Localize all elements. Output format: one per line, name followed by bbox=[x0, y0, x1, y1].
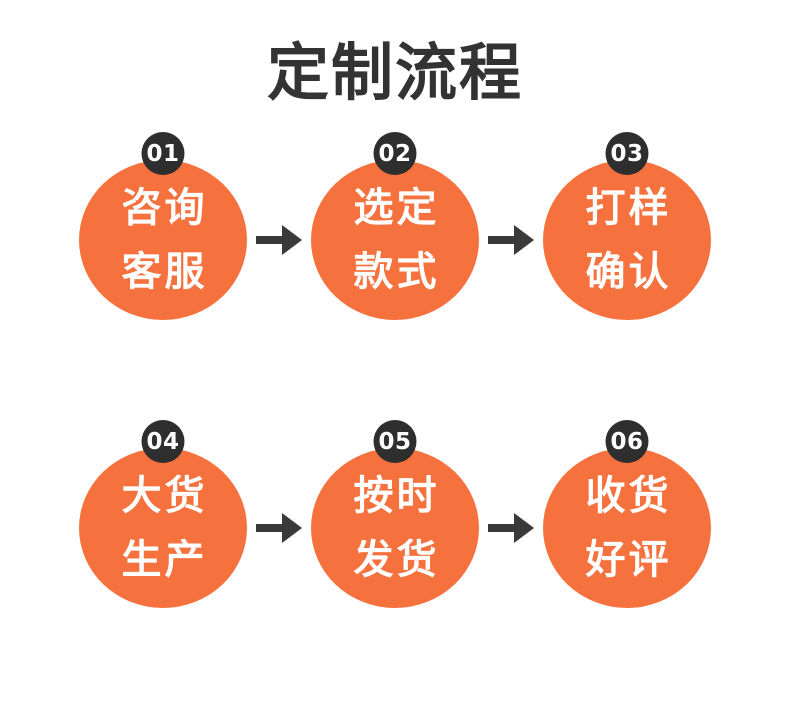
step-circle-02: 02 选定 款式 bbox=[311, 132, 479, 320]
step-label-line1: 打样 bbox=[585, 185, 672, 231]
arrow-right-icon bbox=[247, 160, 311, 320]
step-label-line2: 款式 bbox=[353, 249, 440, 295]
process-row-1: 01 咨询 客服 02 选定 款式 03 打样 确认 bbox=[0, 132, 790, 320]
step-number-badge: 06 bbox=[605, 420, 649, 463]
arrow-right-icon bbox=[247, 448, 311, 608]
process-row-2: 04 大货 生产 05 按时 发货 06 收货 好评 bbox=[0, 420, 790, 608]
step-number-badge: 03 bbox=[605, 132, 649, 175]
step-number-badge: 02 bbox=[373, 132, 417, 175]
step-label-line1: 按时 bbox=[353, 473, 440, 519]
step-circle-06: 06 收货 好评 bbox=[543, 420, 711, 608]
step-circle-05: 05 按时 发货 bbox=[311, 420, 479, 608]
step-circle-04: 04 大货 生产 bbox=[79, 420, 247, 608]
step-label-line1: 选定 bbox=[353, 185, 440, 231]
arrow-right-icon bbox=[479, 160, 543, 320]
step-number-badge: 04 bbox=[141, 420, 185, 463]
step-label-line2: 客服 bbox=[121, 249, 208, 295]
step-label-line1: 收货 bbox=[585, 473, 672, 519]
step-number-badge: 01 bbox=[141, 132, 185, 175]
arrow-right-icon bbox=[479, 448, 543, 608]
step-label-line1: 大货 bbox=[121, 473, 208, 519]
step-number-badge: 05 bbox=[373, 420, 417, 463]
step-label-line2: 发货 bbox=[353, 537, 440, 583]
step-label-line1: 咨询 bbox=[121, 185, 208, 231]
step-label-line2: 生产 bbox=[121, 537, 208, 583]
page-title: 定制流程 bbox=[266, 36, 523, 109]
step-circle-01: 01 咨询 客服 bbox=[79, 132, 247, 320]
step-circle-03: 03 打样 确认 bbox=[543, 132, 711, 320]
step-label-line2: 确认 bbox=[585, 249, 672, 295]
step-label-line2: 好评 bbox=[585, 537, 672, 583]
